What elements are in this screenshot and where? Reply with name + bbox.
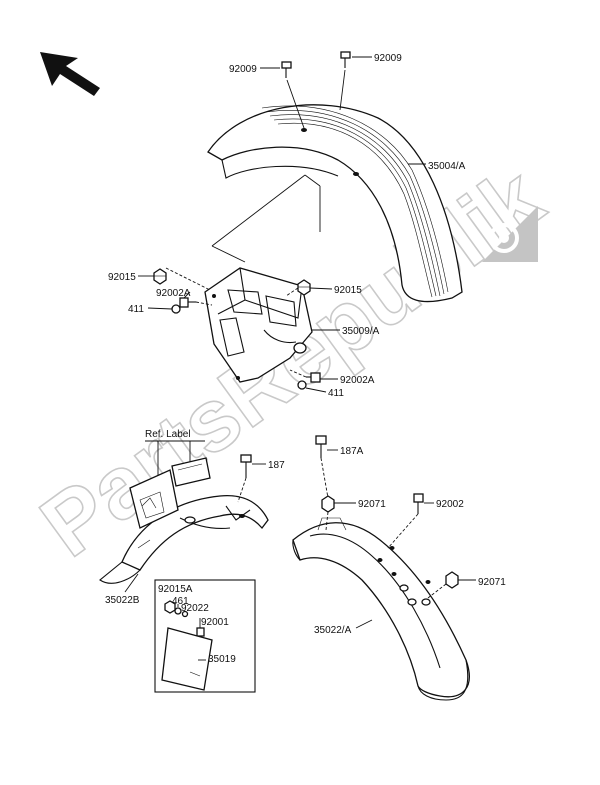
license-plate-group-frame (154, 579, 256, 693)
label-92009-right: 92009 (374, 53, 402, 64)
bolt-187a (315, 435, 327, 458)
screw-92001 (196, 627, 205, 637)
rear-fender-large (292, 517, 470, 701)
bolt-92002a-bottom (306, 372, 321, 383)
bolt-92002a-top (179, 297, 196, 308)
label-92071-right: 92071 (478, 577, 506, 588)
label-92071-top: 92071 (358, 499, 386, 510)
watermark-text: PartsRepublik (23, 147, 561, 576)
label-92015a: 92015A (158, 584, 193, 595)
label-187: 187 (268, 460, 285, 471)
label-92002a-bottom: 92002A (340, 375, 375, 386)
license-plate (161, 627, 213, 691)
label-187a: 187A (340, 446, 364, 457)
label-461: 461 (172, 596, 189, 607)
ref-label-text: Ref. Label (145, 429, 191, 440)
label-35022a: 35022/A (314, 625, 352, 636)
label-92022: 92022 (181, 603, 209, 614)
nut-92015-left (153, 268, 167, 285)
washer-411-left (171, 304, 181, 314)
label-92015-left: 92015 (108, 272, 136, 283)
gear-icon (482, 206, 538, 262)
label-35004a: 35004/A (428, 161, 466, 172)
washer-411-right (297, 380, 307, 390)
ref-label-sticker (171, 457, 211, 487)
decal-panel (129, 469, 179, 529)
nut-92015-right (297, 279, 311, 296)
bolt-92009-right (340, 51, 351, 68)
nut-92015a (164, 600, 176, 614)
washer-92022 (181, 610, 189, 618)
label-35009a: 35009/A (342, 326, 380, 337)
front-fender (207, 104, 463, 303)
nut-92071-top (321, 495, 335, 513)
label-92002a-top: 92002A (156, 288, 191, 299)
label-35022b: 35022B (105, 595, 140, 606)
fender-bracket (204, 267, 313, 383)
washer-461 (174, 607, 182, 615)
bolt-187 (240, 454, 252, 478)
label-411-right: 411 (328, 388, 344, 399)
arrow-up-left-icon (40, 52, 100, 96)
label-92015-right: 92015 (334, 285, 362, 296)
nut-92071-right (445, 571, 459, 589)
bolt-92002 (413, 493, 424, 514)
label-92001: 92001 (201, 617, 229, 628)
label-411-left: 411 (128, 304, 144, 315)
label-92002: 92002 (436, 499, 464, 510)
bolt-92009-left (281, 61, 292, 78)
label-35019: 35019 (208, 654, 236, 665)
label-92009-left: 92009 (229, 64, 257, 75)
